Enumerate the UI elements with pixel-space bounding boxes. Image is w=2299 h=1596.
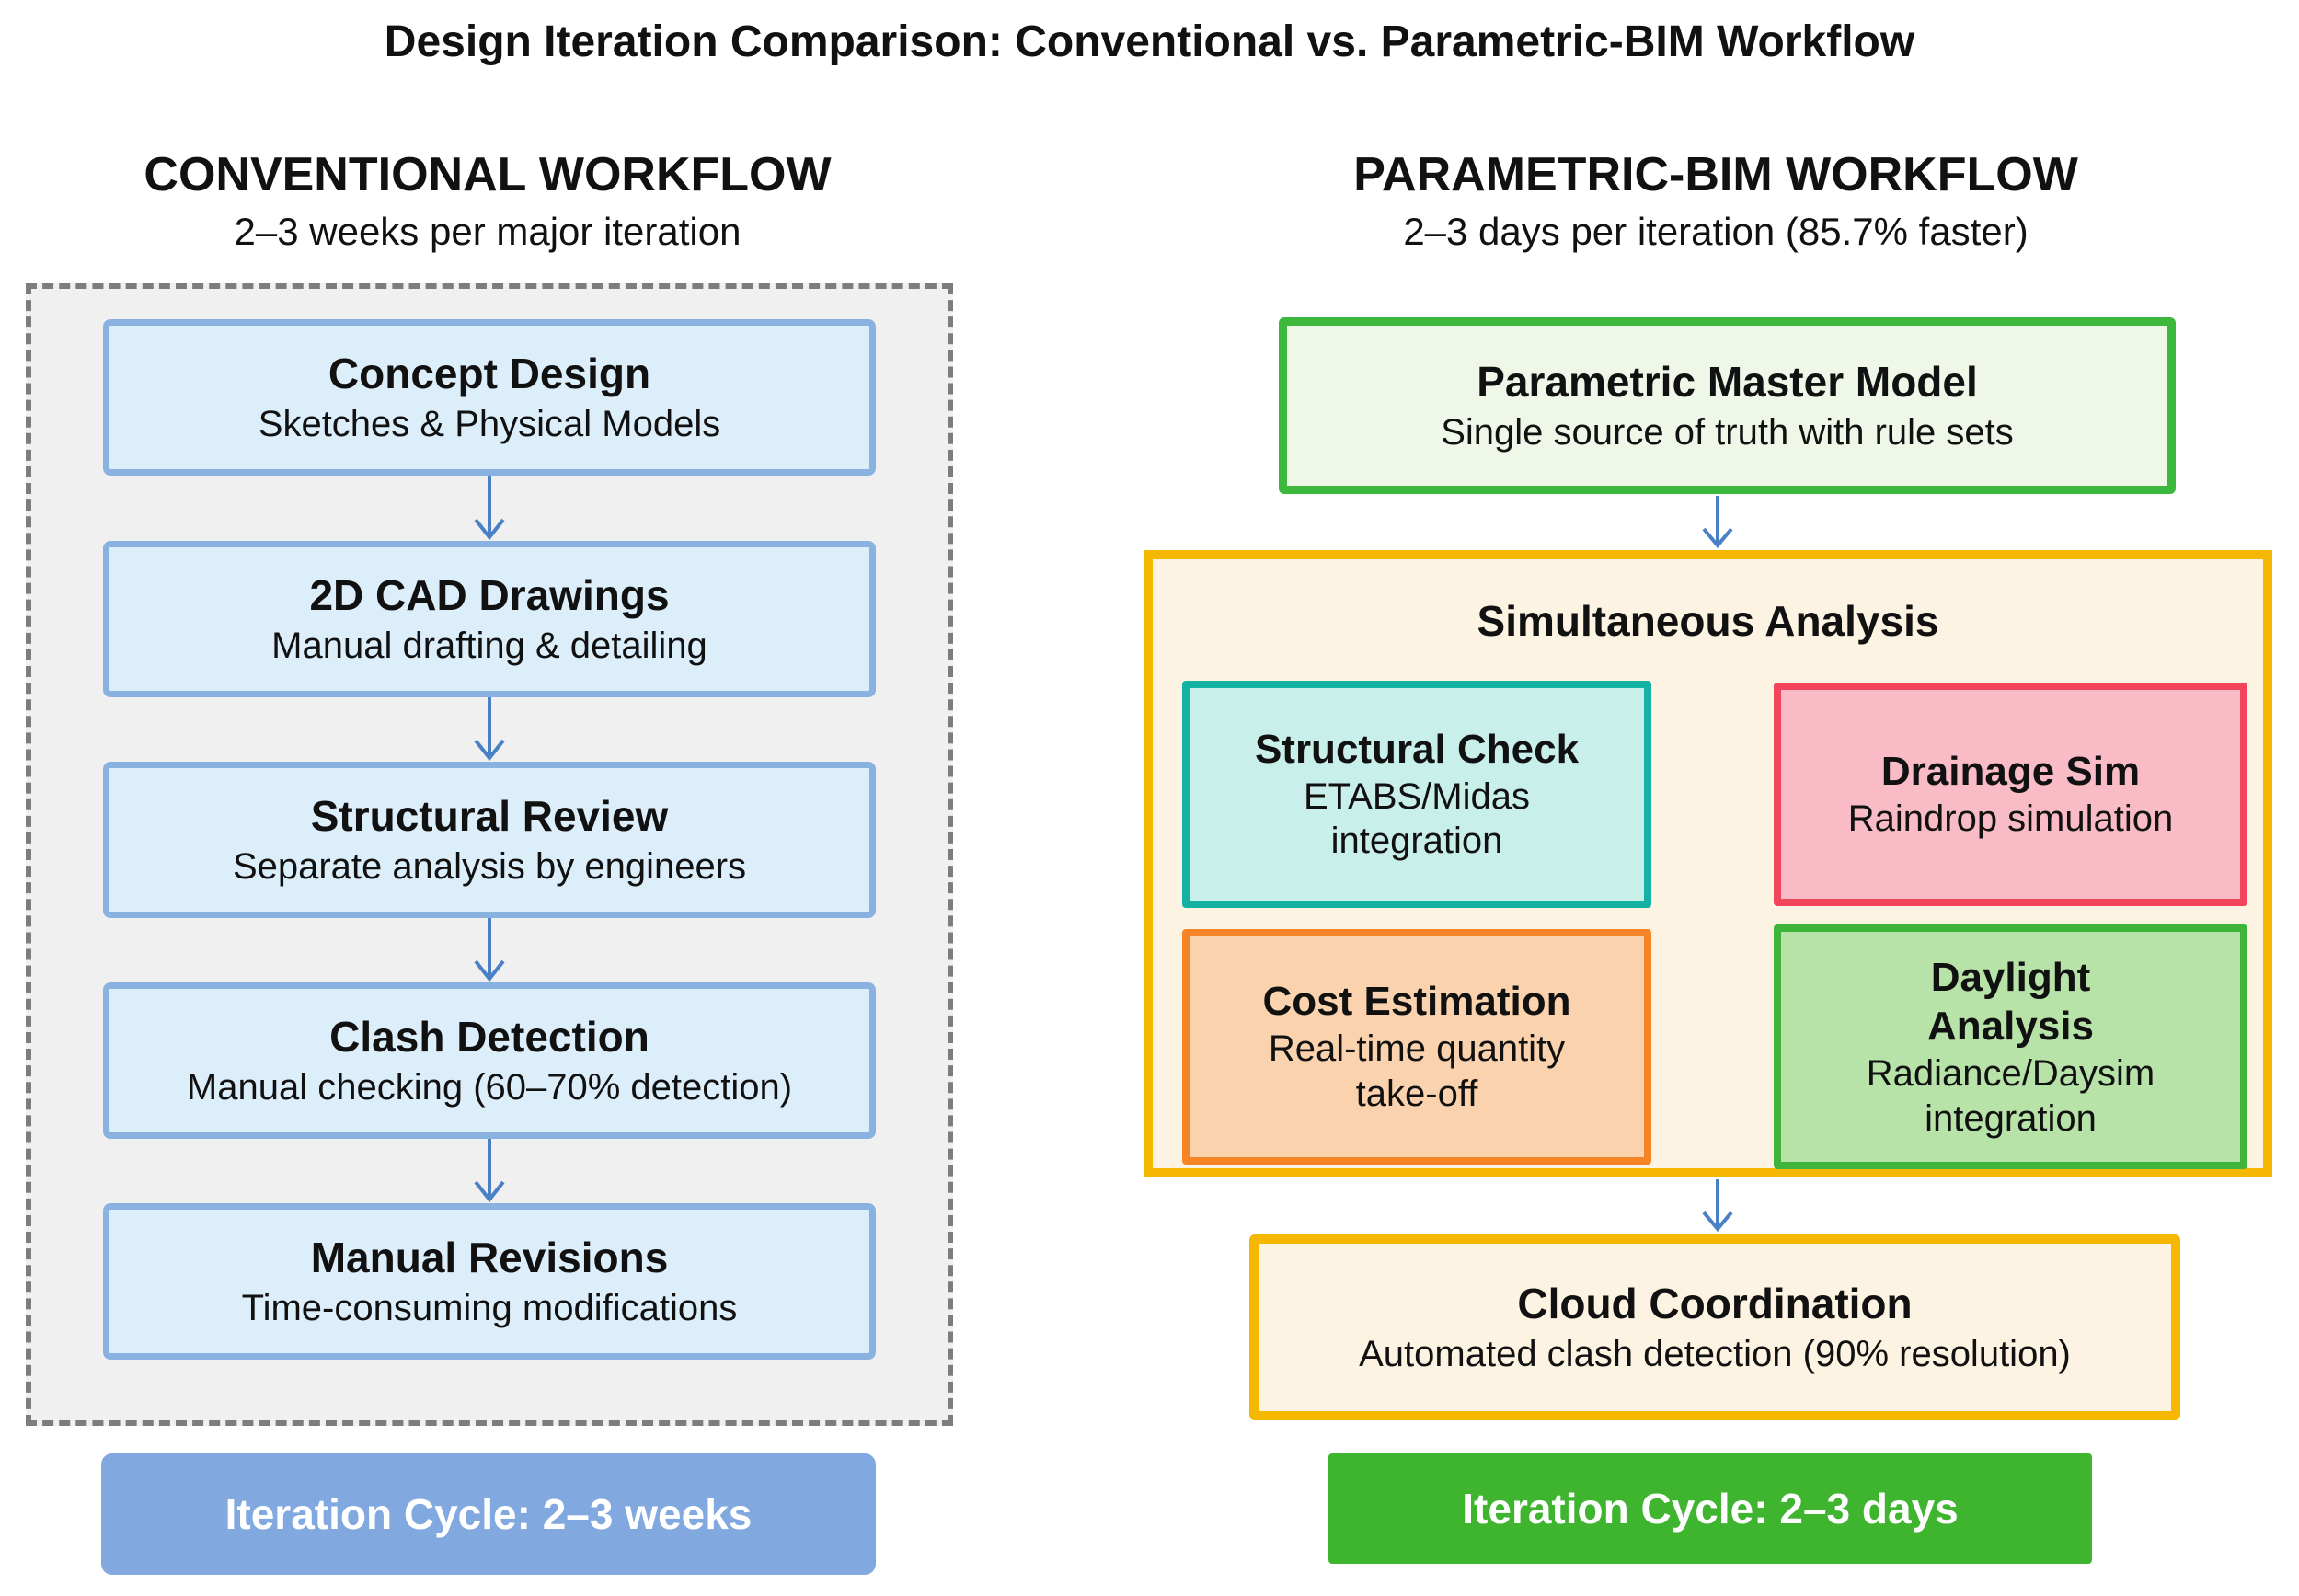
step-title: Structural Review (310, 792, 669, 841)
step-title: Concept Design (328, 350, 651, 398)
box-title: Daylight Analysis (1927, 954, 2094, 1050)
parametric-bim-workflow-header: PARAMETRIC-BIM WORKFLOW (1353, 148, 2078, 201)
box-subtitle: Raindrop simulation (1847, 798, 2174, 839)
page-title: Design Iteration Comparison: Conventiona… (384, 17, 1915, 66)
arrow-down-icon (1702, 496, 1733, 549)
arrow-down-icon (474, 1139, 505, 1203)
analysis-box-daylight-analysis: Daylight Analysis Radiance/Daysim integr… (1774, 924, 2247, 1169)
step-clash-detection: Clash Detection Manual checking (60–70% … (103, 982, 876, 1139)
step-title: 2D CAD Drawings (309, 571, 670, 620)
arrow-down-icon (474, 697, 505, 762)
box-subtitle: Automated clash detection (90% resolutio… (1359, 1333, 2071, 1374)
analysis-box-drainage-sim: Drainage Sim Raindrop simulation (1774, 683, 2247, 906)
step-subtitle: Sketches & Physical Models (258, 403, 721, 444)
step-subtitle: Separate analysis by engineers (232, 845, 747, 887)
step-subtitle: Manual drafting & detailing (271, 625, 707, 666)
arrow-down-icon (1702, 1179, 1733, 1233)
box-title: Drainage Sim (1880, 749, 2141, 795)
box-subtitle: Radiance/Daysim integration (1866, 1052, 2155, 1139)
cloud-coordination-box: Cloud Coordination Automated clash detec… (1249, 1234, 2180, 1420)
box-title: Cost Estimation (1262, 979, 1571, 1025)
parametric-iteration-cycle-banner: Iteration Cycle: 2–3 days (1328, 1453, 2092, 1564)
step-2d-cad-drawings: 2D CAD Drawings Manual drafting & detail… (103, 541, 876, 697)
parametric-bim-workflow-subtitle: 2–3 days per iteration (85.7% faster) (1403, 210, 2029, 253)
step-title: Clash Detection (329, 1013, 649, 1062)
box-subtitle: ETABS/Midas integration (1304, 775, 1530, 862)
step-title: Manual Revisions (310, 1234, 669, 1282)
simultaneous-analysis-title: Simultaneous Analysis (1477, 597, 1939, 645)
arrow-down-icon (474, 476, 505, 541)
conventional-workflow-header: CONVENTIONAL WORKFLOW (144, 148, 832, 201)
arrow-down-icon (474, 918, 505, 982)
analysis-box-structural-check: Structural Check ETABS/Midas integration (1182, 681, 1651, 908)
analysis-box-cost-estimation: Cost Estimation Real-time quantity take-… (1182, 929, 1651, 1165)
box-title: Parametric Master Model (1477, 358, 1978, 407)
step-manual-revisions: Manual Revisions Time-consuming modifica… (103, 1203, 876, 1360)
step-structural-review: Structural Review Separate analysis by e… (103, 762, 876, 918)
box-title: Cloud Coordination (1517, 1280, 1913, 1328)
banner-label: Iteration Cycle: 2–3 days (1462, 1485, 1959, 1533)
step-subtitle: Time-consuming modifications (241, 1287, 738, 1328)
banner-label: Iteration Cycle: 2–3 weeks (224, 1490, 753, 1538)
box-subtitle: Real-time quantity take-off (1268, 1028, 1566, 1114)
step-concept-design: Concept Design Sketches & Physical Model… (103, 319, 876, 476)
box-subtitle: Single source of truth with rule sets (1441, 411, 2014, 453)
box-title: Structural Check (1254, 726, 1580, 772)
conventional-iteration-cycle-banner: Iteration Cycle: 2–3 weeks (101, 1453, 876, 1575)
conventional-workflow-subtitle: 2–3 weeks per major iteration (234, 210, 741, 253)
step-subtitle: Manual checking (60–70% detection) (186, 1066, 793, 1108)
parametric-master-model-box: Parametric Master Model Single source of… (1279, 317, 2176, 494)
